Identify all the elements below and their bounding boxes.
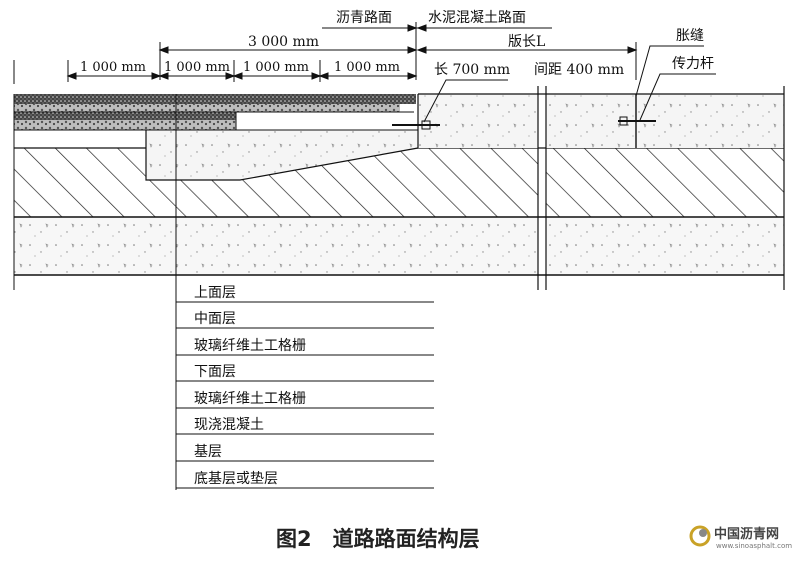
concrete-pavement-label: 水泥混凝土路面 (428, 10, 526, 26)
layer-label: 中面层 (194, 311, 236, 327)
figure-caption: 图2 道路路面结构层 (276, 527, 480, 551)
asphalt-layers (13, 94, 418, 290)
subbase-layer (14, 216, 784, 276)
expansion-joint-label: 胀缝 (676, 28, 704, 44)
dim-segment-1: 1 000 mm (80, 60, 146, 75)
layer-label: 上面层 (194, 285, 236, 301)
dowel-bar (392, 94, 656, 148)
total-width-label: 3 000 mm (248, 34, 319, 50)
layer-list: 上面层 中面层 玻璃纤维土工格栅 下面层 玻璃纤维土工格栅 现浇混凝土 基层 底… (175, 285, 434, 490)
dowel-bar-label: 传力杆 (672, 56, 714, 72)
dimension-lines (66, 22, 638, 82)
layer-label: 玻璃纤维土工格栅 (194, 337, 306, 354)
layer-label: 现浇混凝土 (194, 417, 264, 433)
layer-label: 基层 (194, 443, 222, 460)
asphalt-pavement-label: 沥青路面 (336, 10, 392, 26)
layer-label: 底基层或垫层 (194, 470, 278, 487)
dim-segment-3: 1 000 mm (243, 60, 309, 75)
concrete-slab (145, 93, 784, 181)
logo-url: www.sinoasphalt.com (716, 542, 792, 550)
leader-lines (13, 45, 716, 295)
base-layer (14, 147, 784, 217)
layer-label: 玻璃纤维土工格栅 (194, 390, 306, 407)
logo-name: 中国沥青网 (714, 526, 779, 542)
slab-length-label: 版长L (508, 34, 545, 50)
length-note: 长 700 mm (434, 62, 510, 78)
dim-segment-2: 1 000 mm (164, 60, 230, 75)
dim-segment-4: 1 000 mm (334, 60, 400, 75)
expansion-joint (417, 86, 785, 290)
watermark-logo: 中国沥青网 www.sinoasphalt.com (689, 525, 792, 550)
logo-icon (689, 525, 711, 547)
layer-label: 下面层 (194, 364, 236, 380)
spacing-note: 间距 400 mm (534, 62, 624, 78)
